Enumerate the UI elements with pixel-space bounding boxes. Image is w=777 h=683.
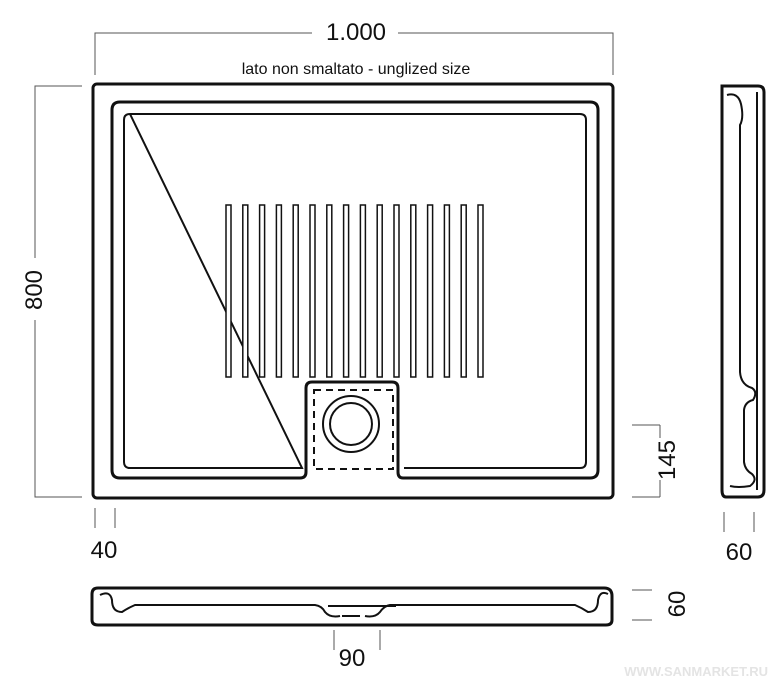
rim-dimension: 40 <box>91 508 118 564</box>
drain-slat <box>460 204 467 378</box>
drain-offset-label: 145 <box>654 440 681 480</box>
drain-slat <box>242 204 249 378</box>
height-label: 800 <box>21 270 48 310</box>
drain-slat <box>410 204 417 378</box>
drain-offset-dimension: 145 <box>632 424 681 498</box>
side-depth-label: 60 <box>726 539 753 566</box>
height-dimension: 800 <box>21 85 82 498</box>
watermark: WWW.SANMARKET.RU <box>624 664 768 679</box>
drain-slat <box>292 204 299 378</box>
drain-slat <box>426 204 434 378</box>
drain-slat <box>443 204 451 378</box>
front-section-view: 90 60 <box>90 586 691 672</box>
drain-slat <box>309 204 316 378</box>
drain-cover <box>313 389 394 470</box>
plan-view <box>91 82 615 500</box>
unglazed-note: lato non smaltato - unglized size <box>242 61 471 78</box>
drain-slat <box>359 204 367 378</box>
drain-slat <box>376 204 383 378</box>
drain-slat <box>477 204 484 378</box>
drain-slats <box>225 204 484 378</box>
drain-inner-ring <box>329 402 373 446</box>
drain-slat <box>275 204 283 378</box>
front-depth-label: 60 <box>664 591 691 618</box>
drain-outer-ring <box>322 395 380 453</box>
side-section-view: 60 <box>720 84 766 566</box>
drain-slat <box>393 204 400 378</box>
drain-slat <box>225 204 232 378</box>
rim-label: 40 <box>91 537 118 564</box>
drain-slat <box>342 204 350 378</box>
width-dimension: 1.000 lato non smaltato - unglized size <box>94 19 614 78</box>
width-label: 1.000 <box>326 19 386 46</box>
drain-width-label: 90 <box>339 645 366 672</box>
drain-slat <box>326 204 333 378</box>
drain-slat <box>258 204 266 378</box>
